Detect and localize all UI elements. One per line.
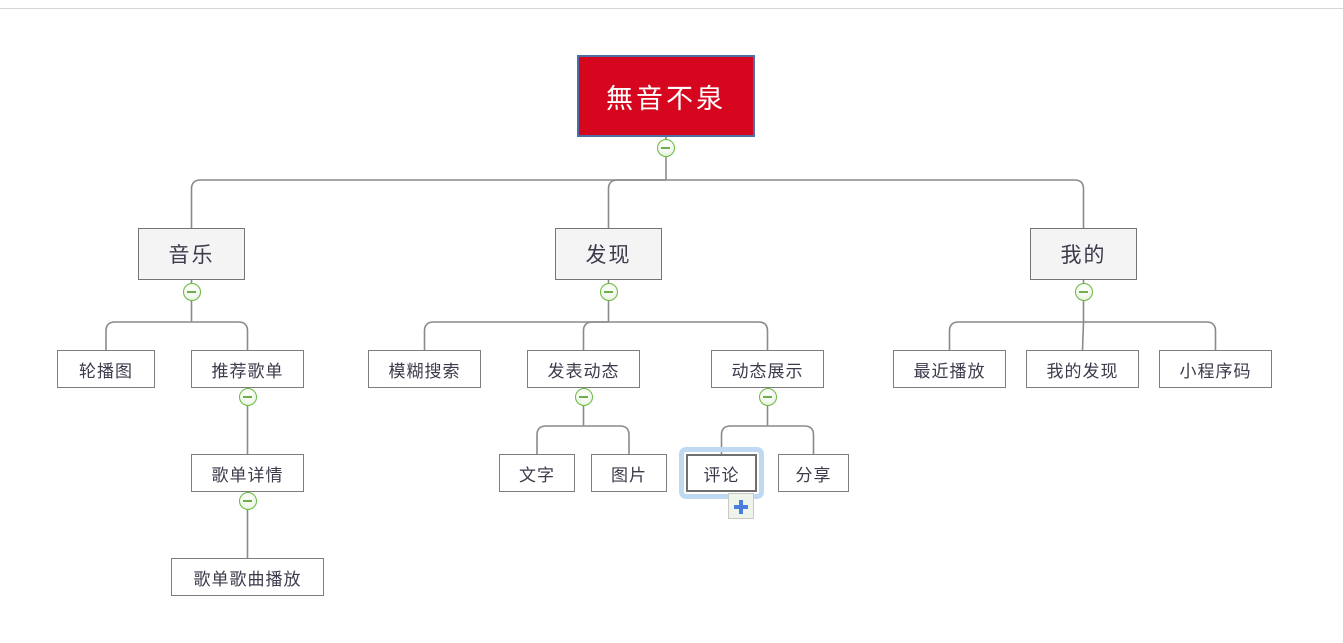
collapse-toggle-post-minus-icon[interactable] [575, 388, 593, 406]
edge-feed-share [767, 425, 815, 454]
mindmap-node-my-disc[interactable]: 我的发现 [1026, 350, 1139, 388]
mindmap-node-feed[interactable]: 动态展示 [711, 350, 824, 388]
edge-mine-my-disc [1081, 321, 1085, 351]
mindmap-node-post-img[interactable]: 图片 [591, 454, 667, 492]
collapse-toggle-discover-minus-icon[interactable] [600, 283, 618, 301]
collapse-toggle-root-minus-icon[interactable] [657, 139, 675, 157]
canvas-top-divider [0, 8, 1343, 9]
collapse-toggle-mine-minus-icon[interactable] [1075, 283, 1093, 301]
edge-post-post-text [536, 425, 584, 454]
edge-discover-feed [608, 321, 769, 350]
mindmap-node-music[interactable]: 音乐 [138, 228, 245, 280]
edge-mine-miniprog [1083, 321, 1217, 350]
mindmap-node-post[interactable]: 发表动态 [527, 350, 640, 388]
edge-discover-search [423, 321, 609, 350]
edge-root-music [190, 179, 666, 228]
mindmap-node-pl-detail[interactable]: 歌单详情 [191, 454, 304, 492]
mindmap-node-search[interactable]: 模糊搜索 [368, 350, 481, 388]
mindmap-node-playlist[interactable]: 推荐歌单 [191, 350, 304, 388]
edge-post-post-img [583, 425, 630, 454]
mindmap-node-discover[interactable]: 发现 [555, 228, 662, 280]
edge-mine-recent [948, 321, 1084, 350]
edge-feed-comment [720, 425, 768, 454]
collapse-toggle-feed-minus-icon[interactable] [759, 388, 777, 406]
edge-music-playlist [191, 321, 249, 350]
mindmap-node-pl-play[interactable]: 歌单歌曲播放 [171, 558, 324, 596]
mindmap-node-root[interactable]: 無音不泉 [577, 55, 755, 137]
plus-vertical-bar [739, 500, 743, 514]
collapse-toggle-music-minus-icon[interactable] [183, 283, 201, 301]
mindmap-node-comment[interactable]: 评论 [686, 454, 757, 492]
edge-music-carousel [105, 321, 192, 350]
collapse-toggle-playlist-minus-icon[interactable] [239, 388, 257, 406]
mindmap-node-post-text[interactable]: 文字 [499, 454, 575, 492]
mindmap-node-carousel[interactable]: 轮播图 [57, 350, 155, 388]
edge-discover-post [582, 321, 609, 350]
edge-root-discover [607, 179, 666, 228]
mindmap-node-mine[interactable]: 我的 [1030, 228, 1137, 280]
mindmap-node-miniprog[interactable]: 小程序码 [1159, 350, 1272, 388]
mindmap-node-share[interactable]: 分享 [778, 454, 849, 492]
collapse-toggle-pl-detail-minus-icon[interactable] [239, 492, 257, 510]
edge-root-mine [666, 179, 1085, 228]
add-child-node-plus-icon[interactable] [728, 493, 754, 519]
mindmap-node-recent[interactable]: 最近播放 [893, 350, 1006, 388]
